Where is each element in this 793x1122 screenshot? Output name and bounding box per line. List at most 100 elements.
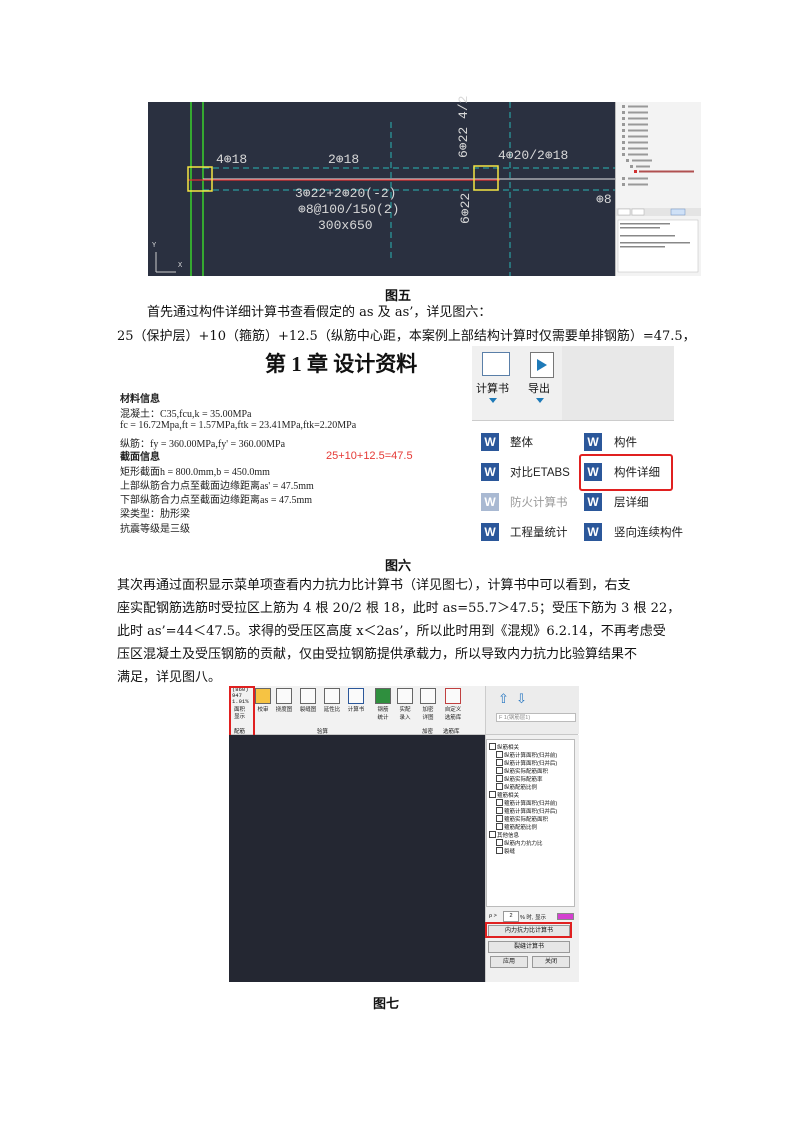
cad-label-far-right: ⊕8 (596, 192, 612, 207)
custom-lib-button[interactable]: 自定义 选筋库 (442, 688, 464, 721)
chk-stirrup-calc-before[interactable]: 箍筋计算面积(归并前) (496, 799, 557, 807)
actual-input-button[interactable]: 实配 录入 (396, 688, 414, 721)
para2-line1: 其次再通过面积显示菜单项查看内力抗力比计算书（详见图七），计算书中可以看到，右支 (117, 578, 631, 593)
figure-5-caption: 图五 (384, 288, 411, 303)
chk-long-actual-area[interactable]: 纵筋实际配筋面积 (496, 767, 548, 775)
rebar-line: 纵筋：fy = 360.00MPa,fy' = 360.00MPa (120, 439, 286, 450)
menu-item-member[interactable]: 构件 (614, 437, 637, 449)
export-button[interactable]: 导出 (528, 383, 550, 395)
deflection-button[interactable]: 挠度图 (275, 688, 293, 713)
word-icon: W (481, 463, 499, 481)
close-button[interactable]: 关闭 (532, 956, 570, 968)
material-heading: 材料信息 (120, 394, 160, 405)
annotation-sum: 25+10+12.5=47.5 (326, 450, 413, 462)
word-icon: W (584, 493, 602, 511)
cad-label-mid-top: 2⊕18 (328, 152, 360, 167)
seismic-line: 抗震等级是三级 (120, 524, 190, 535)
calc-book-dropdown-icon[interactable] (489, 398, 497, 403)
apply-button[interactable]: 应用 (490, 956, 528, 968)
calc-menu: W 整体 W 构件 W 对比ETABS W 构件详细 W 防火计算书 W 层详细… (472, 420, 683, 551)
fc-line: fc = 16.72Mpa,ft = 1.57MPa,ftk = 23.41MP… (120, 420, 357, 431)
chk-long-proportion[interactable]: 纵筋配筋比例 (496, 783, 537, 791)
checkbox-list: 纵筋相关 纵筋计算面积(归并前) 纵筋计算面积(归并后) 纵筋实际配筋面积 纵筋… (486, 739, 575, 907)
section-heading: 截面信息 (120, 452, 160, 463)
figure-7: (860) 947 1.01% 面积 显示 校审 挠度图 裂缝图 延性比 计算书… (229, 686, 579, 982)
rho-suffix: % 时, 显示 (520, 915, 546, 921)
bottom-bar-line: 下部纵筋合力点至截面边缘距离as = 47.5mm (120, 495, 313, 506)
floor-select[interactable]: F 1(钢筋层1) (496, 713, 576, 722)
chk-stirrup-calc-after[interactable]: 箍筋计算面积(归并后) (496, 807, 557, 815)
figure-5: 4⊕18 2⊕18 4⊕20/2⊕18 6⊕22 4/2 6⊕22 3⊕22+2… (148, 96, 701, 276)
ductility-button[interactable]: 延性比 (323, 688, 341, 713)
cad-label-vert-bottom: 6⊕22 (458, 192, 473, 224)
force-ratio-highlight (485, 922, 572, 938)
concrete-line: 混凝土：C35,fcu,k = 35.00MPa (120, 409, 252, 420)
encrypt-detail-button[interactable]: 加密 详图 (419, 688, 437, 721)
group-encrypt: 加密 (422, 729, 434, 735)
rho-label: ρ > (489, 913, 497, 919)
menu-item-vertical-continuous[interactable]: 竖向连续构件 (614, 527, 683, 539)
color-swatch[interactable] (557, 913, 574, 920)
menu-item-quantity[interactable]: 工程量统计 (510, 527, 568, 539)
word-icon: W (481, 493, 499, 511)
calc-book-icon (482, 352, 510, 376)
group-lib: 选筋库 (443, 729, 460, 735)
menu-item-floor-detail[interactable]: 层详细 (614, 497, 649, 509)
side-panel-tree (616, 105, 701, 273)
export-dropdown-icon[interactable] (536, 398, 544, 403)
chk-longitudinal[interactable]: 纵筋相关 (489, 743, 519, 751)
figure-7-caption: 图七 (372, 996, 399, 1011)
cad-label-vert-top: 6⊕22 4/2 (456, 95, 471, 158)
beam-type-line: 梁类型：肋形梁 (120, 509, 190, 520)
cad-label-left-top: 4⊕18 (216, 152, 248, 167)
chk-long-calc-before[interactable]: 纵筋计算面积(归并前) (496, 751, 557, 759)
up-arrow-icon[interactable]: ⇧ (498, 692, 509, 707)
down-arrow-icon[interactable]: ⇩ (516, 692, 527, 707)
group-check: 验算 (317, 729, 329, 735)
group-reinforce: 配筋 (234, 729, 246, 735)
para2-line5: 满足，详见图八。 (117, 670, 222, 685)
word-icon: W (584, 433, 602, 451)
crack-calc-button[interactable]: 裂缝计算书 (488, 941, 570, 953)
rho-input[interactable]: 2 (503, 911, 519, 922)
chk-stirrup[interactable]: 箍筋相关 (489, 791, 519, 799)
chapter-title: 第 1 章 设计资料 (265, 352, 418, 376)
cad-axis-y: Y (152, 242, 157, 250)
chk-stirrup-proportion[interactable]: 箍筋配筋比例 (496, 823, 537, 831)
calc-book-button[interactable]: 计算书 (476, 383, 509, 395)
word-icon: W (584, 463, 602, 481)
review-button[interactable]: 校审 (254, 688, 272, 713)
top-bar-line: 上部纵筋合力点至截面边缘距离as' = 47.5mm (120, 481, 314, 492)
cad-canvas[interactable]: 4⊕18 2⊕18 4⊕20/2⊕18 6⊕22 4/2 6⊕22 3⊕22+2… (148, 96, 615, 276)
fig7-right-panel: 纵筋相关 纵筋计算面积(归并前) 纵筋计算面积(归并后) 纵筋实际配筋面积 纵筋… (485, 735, 579, 982)
word-icon: W (481, 523, 499, 541)
calc-ribbon: 计算书 导出 W 整体 W 构件 W 对比ETABS W 构件详细 W 防火计算… (472, 346, 683, 551)
rect-section-line: 矩形截面h = 800.0mm,b = 450.0mm (120, 467, 270, 478)
chk-other[interactable]: 其他信息 (489, 831, 519, 839)
fig7-canvas[interactable] (229, 735, 485, 982)
figure-6-caption: 图六 (384, 558, 411, 573)
chk-crack[interactable]: 裂缝 (496, 847, 515, 855)
chk-force-ratio[interactable]: 纵筋内力抗力比 (496, 839, 543, 847)
menu-item-member-detail[interactable]: 构件详细 (614, 467, 660, 479)
word-icon: W (481, 433, 499, 451)
rebar-stat-button[interactable]: 钢筋 统计 (374, 688, 392, 721)
menu-item-compare-etabs[interactable]: 对比ETABS (510, 467, 570, 479)
menu-item-fire-calc: 防火计算书 (510, 497, 568, 509)
cad-beam-line2: ⊕8@100/150(2) (298, 202, 400, 217)
area-display-values: (860) 947 1.01% (232, 686, 249, 705)
fig7-toolbar: (860) 947 1.01% 面积 显示 校审 挠度图 裂缝图 延性比 计算书… (229, 686, 579, 738)
highlight-box (579, 454, 673, 491)
chk-long-calc-after[interactable]: 纵筋计算面积(归并后) (496, 759, 557, 767)
menu-item-whole[interactable]: 整体 (510, 437, 533, 449)
calc-book-button[interactable]: 计算书 (347, 688, 365, 713)
cad-drawing (155, 102, 615, 276)
word-icon: W (584, 523, 602, 541)
para1-line1: 首先通过构件详细计算书查看假定的 as 及 as’，详见图六： (147, 305, 492, 320)
area-display-button[interactable]: 面积 显示 (234, 707, 246, 720)
cad-beam-line3: 300x650 (318, 218, 373, 233)
chk-long-actual-ratio[interactable]: 纵筋实际配筋率 (496, 775, 543, 783)
chk-stirrup-actual-area[interactable]: 箍筋实际配筋面积 (496, 815, 548, 823)
cad-label-right-top: 4⊕20/2⊕18 (498, 148, 569, 163)
crack-button[interactable]: 裂缝图 (299, 688, 317, 713)
